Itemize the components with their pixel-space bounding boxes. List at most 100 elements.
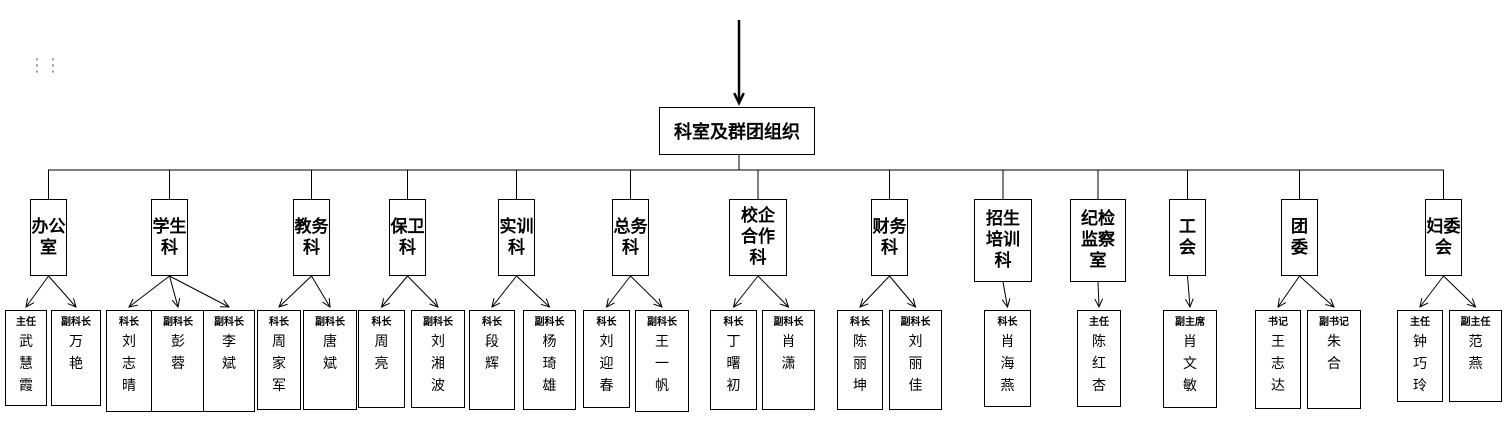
staff-role: 副主席 (1175, 317, 1205, 328)
staff-node: 科长陈丽坤 (837, 310, 883, 410)
staff-name: 王志达 (1270, 334, 1285, 394)
dept-node: 团 委 (1281, 199, 1325, 276)
staff-node: 副书记朱 合 (1307, 310, 1361, 409)
staff-node: 副科长李 斌 (203, 310, 255, 412)
staff-name: 王一帆 (654, 334, 669, 394)
arrowhead (429, 298, 439, 308)
staff-role: 主任 (1410, 317, 1430, 328)
connector-arrow (606, 275, 631, 308)
staff-node: 副主任范 燕 (1449, 310, 1502, 402)
staff-role: 书记 (1268, 317, 1288, 328)
staff-name: 武慧霞 (18, 334, 33, 394)
staff-role: 副科长 (214, 317, 244, 328)
staff-role: 副科长 (163, 317, 193, 328)
connector-arrow (128, 275, 170, 308)
staff-role: 科长 (997, 317, 1018, 328)
staff-name: 唐 斌 (322, 334, 351, 372)
staff-name: 彭 蓉 (170, 334, 199, 372)
staff-name: 段 辉 (484, 334, 513, 372)
dept-node: 总务科 (612, 199, 649, 276)
dept-name: 工 会 (1179, 216, 1213, 258)
dept-node: 教务科 (293, 199, 330, 276)
staff-role: 科长 (850, 317, 870, 328)
dept-name: 财务科 (872, 216, 907, 258)
dept-node: 保卫科 (389, 199, 426, 276)
arrowhead (907, 298, 917, 308)
staff-name: 刘迎春 (599, 334, 614, 394)
staff-node: 副科长唐 斌 (303, 310, 357, 410)
connector-arrow (859, 275, 890, 308)
connector-arrow (407, 275, 439, 308)
staff-role: 科长 (269, 317, 289, 328)
arrowhead (171, 298, 181, 309)
staff-node: 副科长刘湘波 (411, 310, 465, 408)
connector-arrow (278, 275, 312, 308)
staff-role: 副科长 (534, 317, 565, 328)
connector-arrow (1097, 281, 1100, 308)
arrowhead (733, 92, 745, 106)
dept-node: 实训科 (498, 199, 535, 276)
staff-node: 科长刘志晴 (106, 310, 152, 412)
arrowhead (1466, 298, 1477, 308)
connector-arrow (1443, 275, 1476, 308)
staff-node: 科长肖海燕 (984, 310, 1031, 407)
staff-node: 副科长肖 潇 (762, 310, 815, 410)
staff-role: 科长 (119, 317, 139, 328)
connector-arrow (25, 275, 49, 308)
arrowhead (219, 299, 231, 308)
staff-name: 钟巧玲 (1412, 334, 1427, 394)
staff-name: 杨琦雄 (542, 334, 557, 394)
arrowhead (859, 298, 869, 308)
arrowhead (1277, 298, 1287, 308)
staff-role: 副主任 (1460, 317, 1491, 328)
staff-name: 陈丽坤 (852, 334, 867, 394)
staff-role: 副科长 (61, 317, 91, 328)
arrowhead (128, 298, 138, 308)
staff-name: 周家军 (271, 334, 286, 394)
dept-name: 实训科 (499, 216, 534, 258)
staff-role: 副科长 (647, 317, 677, 328)
arrowhead (25, 298, 35, 308)
arrowhead (1094, 298, 1104, 309)
dept-node: 纪检监察室 (1070, 199, 1126, 282)
dept-node: 学生科 (151, 199, 188, 276)
dept-name: 教务科 (294, 216, 329, 258)
staff-node: 副科长杨琦雄 (523, 310, 576, 410)
connector-arrow (733, 275, 759, 308)
arrowhead (67, 298, 77, 308)
connector-arrow (381, 275, 408, 308)
staff-node: 科长丁曙初 (710, 310, 757, 410)
staff-node: 科长周家军 (257, 310, 301, 410)
connector-arrow (630, 275, 663, 308)
staff-node: 科长周 亮 (358, 310, 405, 408)
connector-arrow (48, 275, 77, 308)
staff-name: 丁曙初 (726, 334, 741, 394)
dept-name: 保卫科 (390, 216, 425, 258)
staff-name: 刘丽佳 (908, 334, 923, 394)
drag-handle-icon[interactable]: ⋮⋮ (28, 55, 62, 76)
connector-arrow (1002, 281, 1008, 308)
connector-arrow (491, 275, 517, 308)
connector-arrow (1277, 275, 1300, 308)
staff-name: 李 斌 (221, 334, 250, 372)
arrowhead (540, 298, 551, 308)
staff-role: 副科长 (423, 317, 453, 328)
staff-name: 肖 潇 (781, 334, 810, 372)
staff-name: 万 艳 (68, 334, 97, 372)
connector-arrow (311, 275, 331, 308)
arrowhead (1185, 298, 1194, 309)
staff-role: 主任 (1089, 317, 1109, 328)
arrowhead (380, 298, 390, 308)
arrowhead (779, 298, 790, 308)
staff-role: 科长 (371, 317, 392, 328)
dept-name: 纪检监察室 (1081, 209, 1115, 271)
dept-name: 妇委会 (1426, 216, 1461, 258)
dept-name: 总务科 (613, 216, 648, 258)
staff-name: 肖文敏 (1182, 334, 1197, 394)
staff-name: 朱 合 (1326, 334, 1355, 372)
dept-name: 办公室 (31, 216, 66, 258)
staff-node: 科长段 辉 (469, 310, 515, 410)
arrowhead (491, 298, 501, 308)
staff-name: 范 燕 (1468, 334, 1497, 372)
